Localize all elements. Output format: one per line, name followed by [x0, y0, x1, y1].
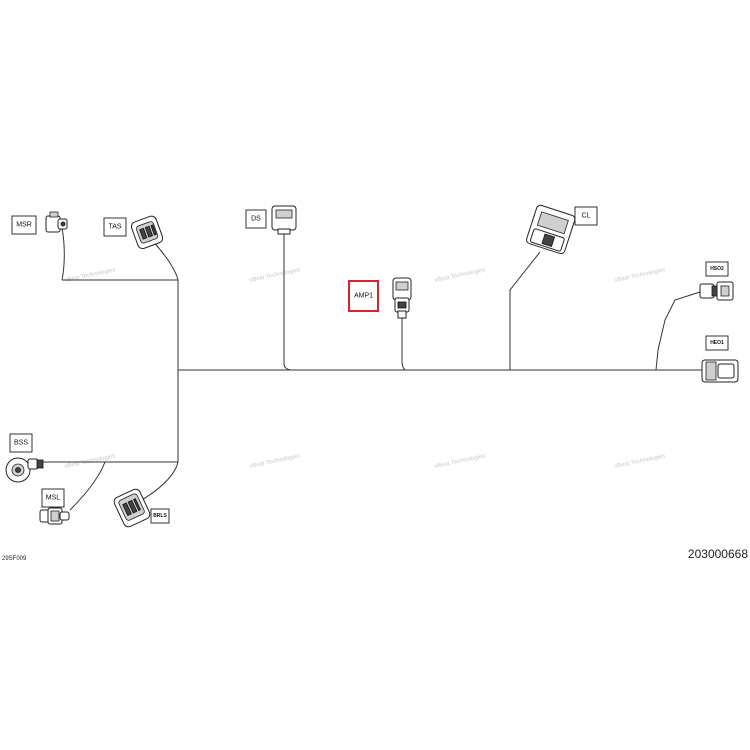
tas-connector	[130, 215, 164, 250]
watermark: vBest Technologies	[614, 453, 666, 470]
msl-wire	[69, 461, 106, 511]
label-hso2: HSO2	[705, 261, 729, 277]
drawing-code: 29SF009	[2, 556, 27, 562]
label-brls: BRLS	[150, 508, 170, 524]
watermark: vBest Technologies	[434, 267, 486, 284]
watermark: vBest Technologies	[434, 453, 486, 470]
label-tas-text: TAS	[108, 224, 121, 231]
msl-connector	[39, 507, 70, 525]
amp1-connector	[392, 277, 412, 319]
watermark: vBest Technologies	[249, 453, 301, 470]
label-cl: CL	[574, 206, 598, 226]
amp1-wire	[401, 318, 407, 371]
label-hso2-text: HSO2	[710, 266, 724, 272]
label-heo1: HEO1	[705, 335, 729, 351]
label-ds: DS	[245, 209, 267, 229]
label-bss-text: BSS	[14, 440, 28, 447]
hso2-wire	[655, 291, 701, 371]
label-msr-text: MSR	[16, 222, 32, 229]
label-msl: MSL	[41, 488, 65, 508]
heo1-connector	[701, 359, 739, 383]
label-tas: TAS	[103, 217, 127, 237]
cl-connector	[526, 204, 576, 255]
watermark: vBest Technologies	[614, 267, 666, 284]
label-amp1-text: AMP1	[354, 293, 373, 300]
msr-connector	[45, 211, 68, 233]
brls-connector	[113, 488, 151, 528]
tas-wire	[151, 239, 179, 281]
label-brls-text: BRLS	[153, 513, 167, 519]
watermark: vBest Technologies	[64, 267, 116, 284]
part-number: 203000668	[688, 547, 748, 561]
label-amp1-highlighted: AMP1	[348, 280, 379, 312]
brls-wire	[137, 461, 179, 503]
msr-wire	[61, 227, 65, 281]
label-msl-text: MSL	[46, 495, 61, 502]
label-heo1-text: HEO1	[710, 340, 724, 346]
label-msr: MSR	[11, 215, 37, 235]
hso2-connector	[699, 281, 734, 301]
cl-wire	[509, 251, 541, 370]
bss-connector	[5, 457, 44, 483]
label-bss: BSS	[9, 433, 33, 453]
ds-wire	[283, 232, 293, 371]
label-cl-text: CL	[582, 213, 591, 220]
harness-wires	[35, 227, 702, 511]
watermark: vBest Technologies	[249, 267, 301, 284]
label-ds-text: DS	[251, 216, 261, 223]
ds-connector	[271, 205, 297, 235]
